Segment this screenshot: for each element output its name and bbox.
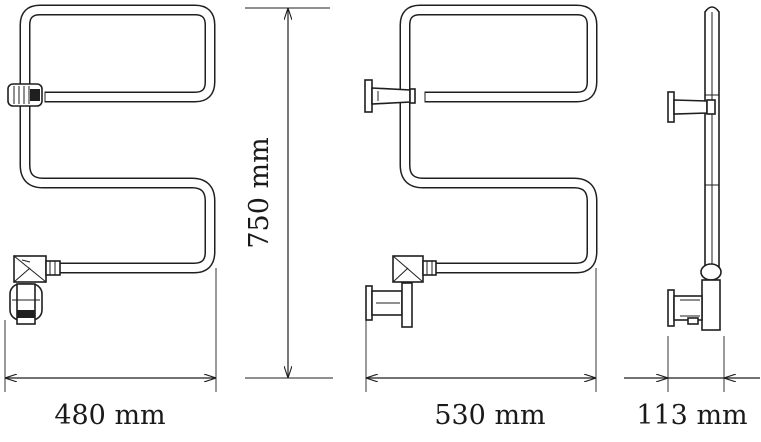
width-top-label: 530 mm [434,400,545,431]
front-heater-box [9,255,61,325]
side-view-rail [704,6,720,269]
front-view-rail [19,4,216,274]
depth-label: 113 mm [636,400,747,431]
height-dimension: 750 mm [244,7,333,379]
height-label: 750 mm [244,137,275,248]
depth-dimension [624,336,760,392]
side-view: 113 mm [624,6,760,431]
second-view: 530 mm [364,4,598,431]
second-upper-bracket [364,79,416,113]
second-view-rail [399,4,598,274]
front-view: 480 mm [4,4,217,431]
width-front-label: 480 mm [54,400,165,431]
second-heater-box [365,255,437,328]
front-width-dimension [4,268,217,392]
side-upper-bracket [667,91,716,123]
second-width-dimension [365,268,597,392]
side-heater [667,263,722,331]
front-upper-bracket [7,83,43,107]
